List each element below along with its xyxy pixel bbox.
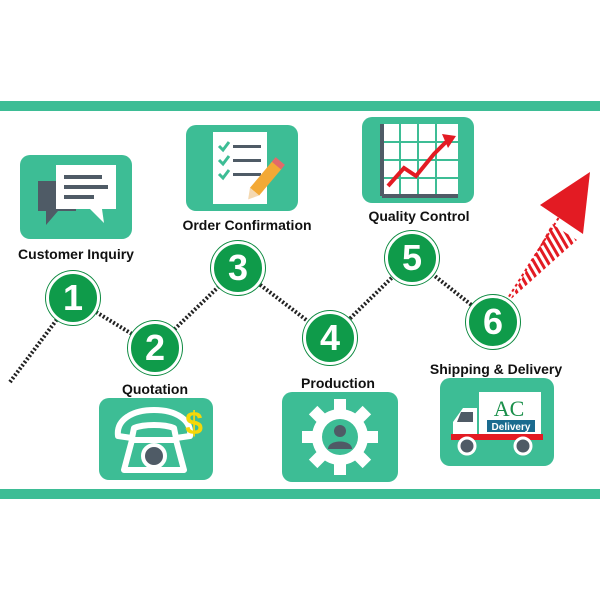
delivery-truck-icon: AC Delivery <box>451 392 543 456</box>
bottom-band <box>0 489 600 499</box>
step-5-circle: 5 <box>385 231 439 285</box>
production-card <box>282 392 398 482</box>
arrow-head <box>540 172 590 234</box>
order-confirmation-card <box>186 125 298 211</box>
shipping-delivery-card: AC Delivery <box>440 378 554 466</box>
quality-control-label: Quality Control <box>368 208 470 224</box>
delivery-side-text: Delivery <box>492 422 531 433</box>
quotation-label: Quotation <box>121 381 189 397</box>
dollar-symbol: $ <box>185 405 203 441</box>
growth-chart-icon <box>380 124 458 198</box>
top-band <box>0 101 600 111</box>
ac-logo-text: AC <box>494 396 525 421</box>
checklist-pencil-icon <box>213 132 285 204</box>
step-3-circle: 3 <box>211 241 265 295</box>
chat-bubble-icon <box>38 165 116 225</box>
quotation-card: $ <box>99 398 213 480</box>
order-confirmation-label: Order Confirmation <box>182 217 312 233</box>
gear-person-icon <box>302 399 378 475</box>
step-6-circle: 6 <box>466 295 520 349</box>
customer-inquiry-label: Customer Inquiry <box>18 246 134 262</box>
quality-control-card <box>362 117 474 203</box>
step-1-circle: 1 <box>46 271 100 325</box>
customer-inquiry-card <box>20 155 132 239</box>
step-4-circle: 4 <box>303 311 357 365</box>
shipping-delivery-label: Shipping & Delivery <box>429 361 563 377</box>
arrow-stripes <box>510 224 577 300</box>
phone-dollar-icon: $ <box>114 405 203 473</box>
production-label: Production <box>301 375 375 391</box>
step-2-circle: 2 <box>128 321 182 375</box>
